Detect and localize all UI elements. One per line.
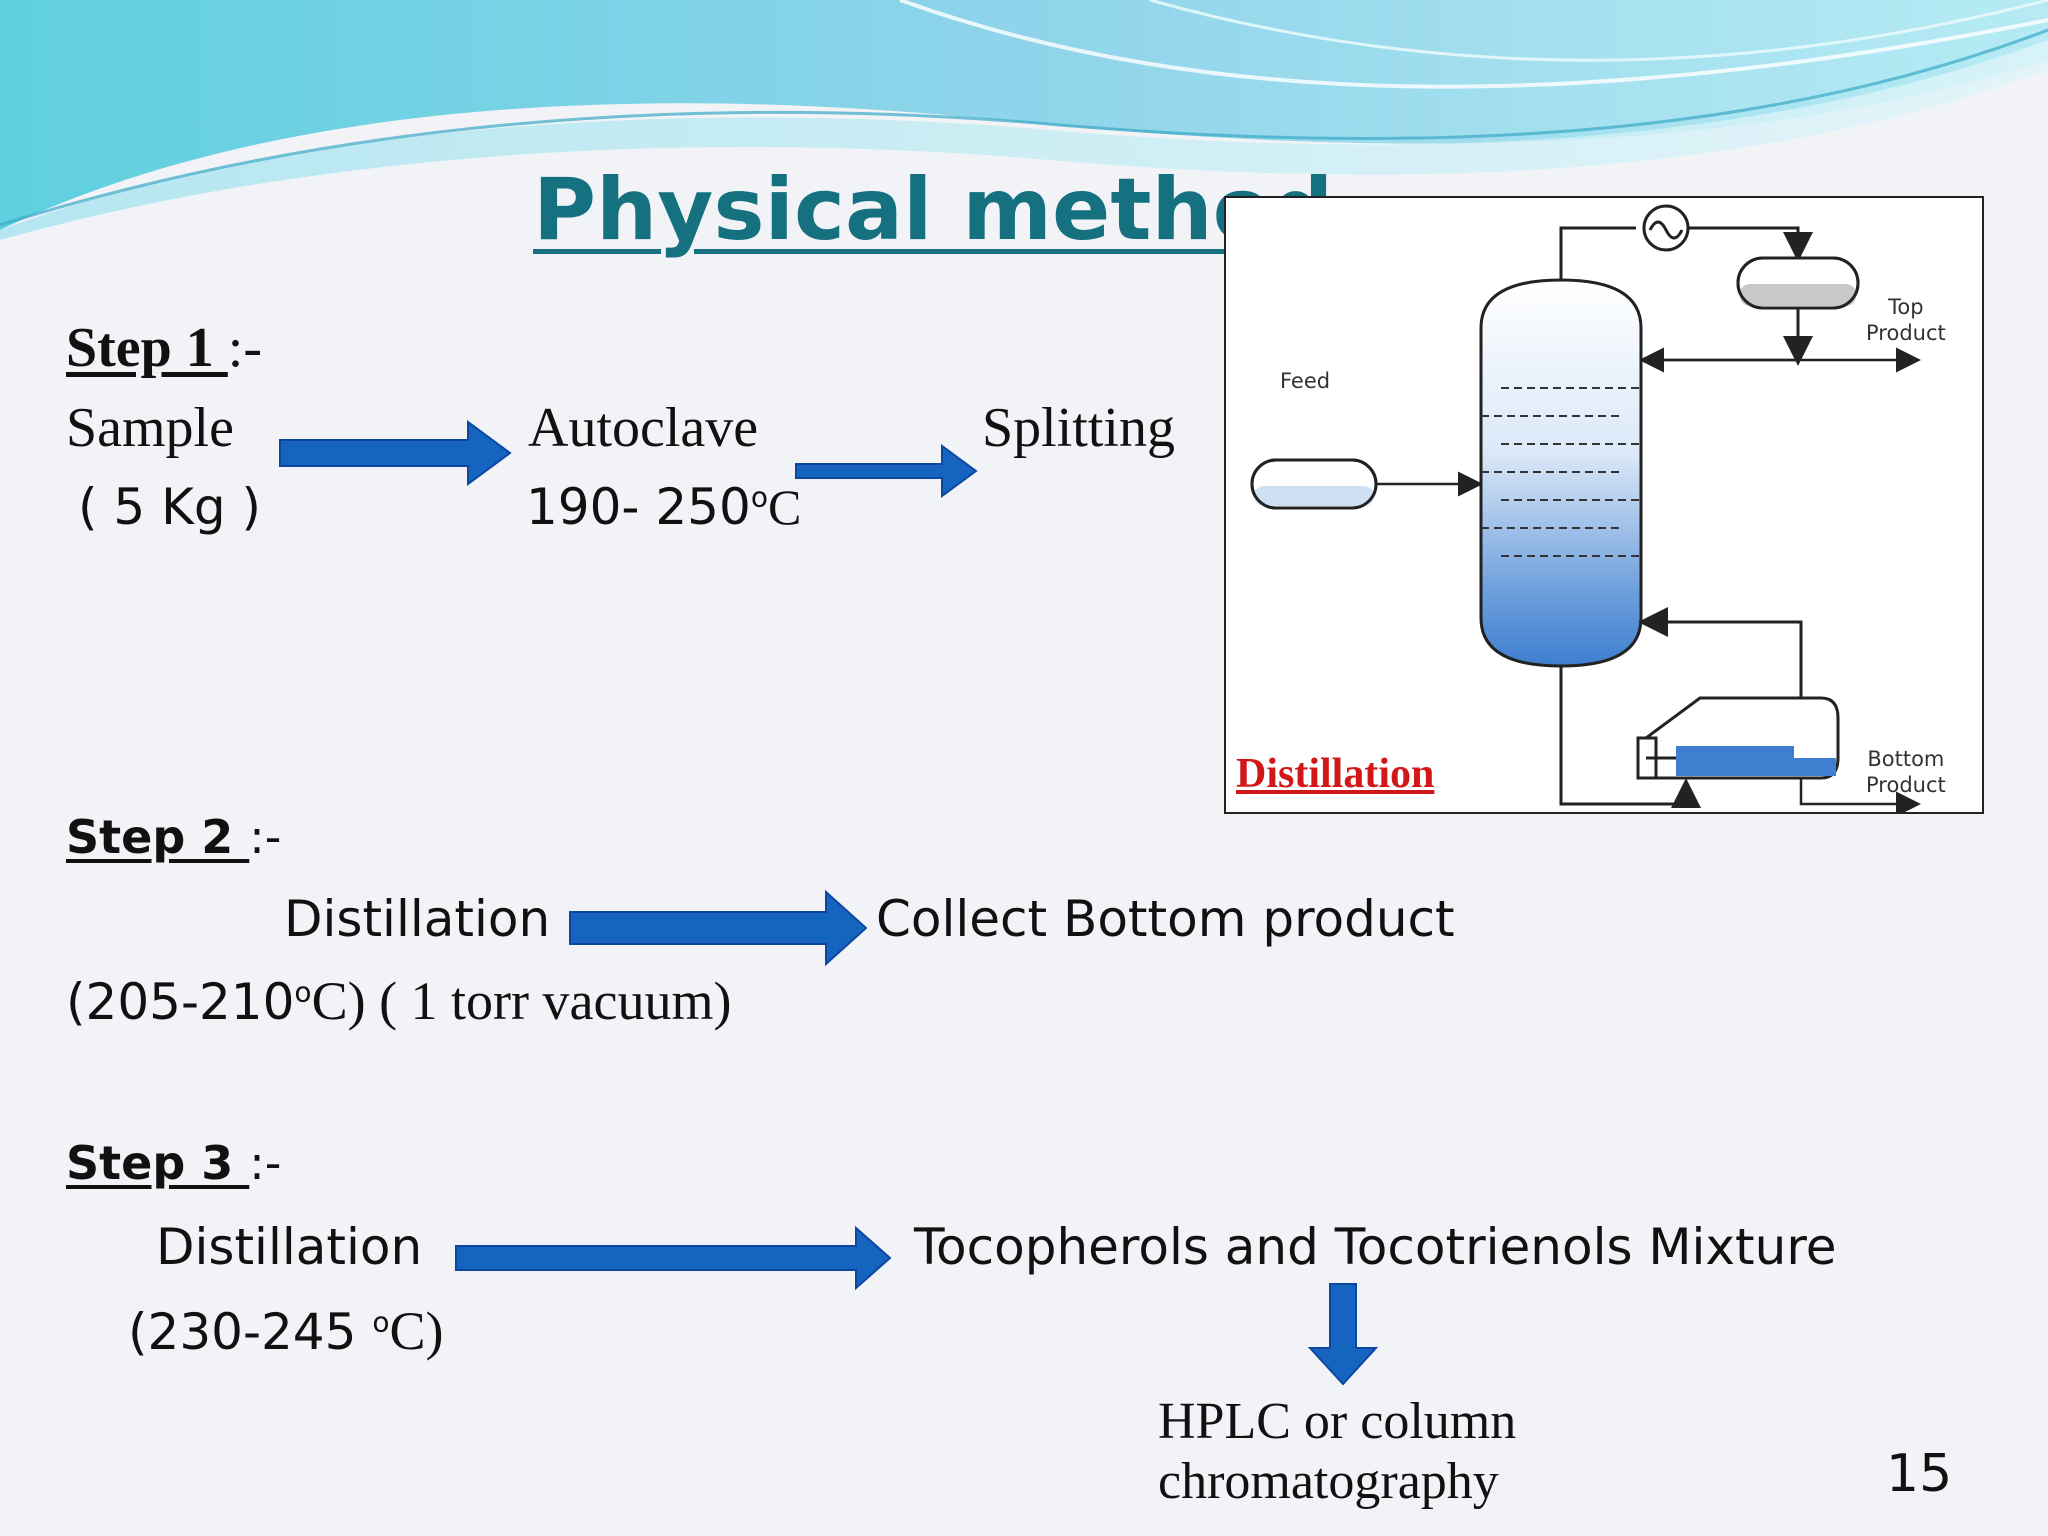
step3-heading-label: Step 3	[66, 1136, 250, 1190]
step3-conditions: (230-245 oC)	[128, 1300, 443, 1362]
step3-process: Distillation	[156, 1218, 423, 1276]
step1-heading-label: Step 1	[66, 317, 228, 379]
step3-final-method-line1: HPLC or column	[1158, 1393, 1517, 1450]
step2-arrow	[569, 889, 868, 967]
step2-heading-label: Step 2	[66, 810, 250, 864]
step1-sample-quantity: ( 5 Kg )	[78, 478, 262, 536]
step1-autoclave-temperature: 190- 250oC	[526, 478, 801, 536]
bottom-product-label: Bottom Product	[1866, 746, 1946, 798]
slide-title: Physical method	[533, 160, 1334, 260]
degree-mark: o	[372, 1305, 390, 1339]
distillation-diagram: Feed Top Product Bottom Product Distilla…	[1224, 196, 1984, 817]
step2-process: Distillation	[284, 890, 551, 948]
wave-banner	[0, 0, 2048, 240]
step1-heading-suffix: :-	[227, 317, 263, 379]
step2-conditions-temp: (205-210	[66, 973, 295, 1031]
step1-sample: Sample	[66, 397, 234, 459]
step3-heading-suffix: :-	[249, 1136, 282, 1190]
step2-heading-suffix: :-	[249, 810, 282, 864]
top-product-label-line1: Top	[1888, 295, 1924, 319]
step1-heading: Step 1 :-	[66, 316, 262, 380]
step1-splitting: Splitting	[982, 397, 1175, 459]
degree-mark: o	[750, 480, 768, 514]
step1-autoclave: Autoclave	[528, 397, 759, 459]
step1-autoclave-temp-unit: C	[767, 479, 802, 535]
feed-label: Feed	[1280, 369, 1331, 393]
step3-conditions-unit: C)	[389, 1301, 444, 1361]
degree-mark: o	[294, 975, 312, 1009]
step3-down-arrow	[1308, 1283, 1378, 1386]
step2-conditions: (205-210oC) ( 1 torr vacuum)	[66, 970, 731, 1032]
top-product-label-line2: Product	[1866, 321, 1946, 345]
step2-heading: Step 2 :-	[66, 810, 281, 864]
step3-final-method: HPLC or column chromatography	[1158, 1392, 1516, 1512]
diagram-caption: Distillation	[1236, 751, 1435, 797]
step3-result: Tocopherols and Tocotrienols Mixture	[914, 1218, 1837, 1276]
step2-result: Collect Bottom product	[876, 890, 1455, 948]
step1-arrow-1	[279, 420, 512, 486]
step3-final-method-line2: chromatography	[1158, 1453, 1499, 1510]
step1-arrow-2	[795, 444, 978, 498]
step1-autoclave-temp-value: 190- 250	[526, 478, 751, 536]
step2-conditions-vacuum: C) ( 1 torr vacuum)	[311, 971, 732, 1031]
bottom-product-label-line2: Product	[1866, 773, 1946, 797]
bottom-product-label-line1: Bottom	[1867, 747, 1945, 771]
step3-heading: Step 3 :-	[66, 1136, 281, 1190]
step3-conditions-temp: (230-245	[128, 1303, 373, 1361]
step3-arrow	[455, 1225, 892, 1291]
page-number: 15	[1886, 1444, 1953, 1504]
distillation-column-drawing	[1250, 204, 1921, 817]
top-product-label: Top Product	[1866, 294, 1946, 346]
